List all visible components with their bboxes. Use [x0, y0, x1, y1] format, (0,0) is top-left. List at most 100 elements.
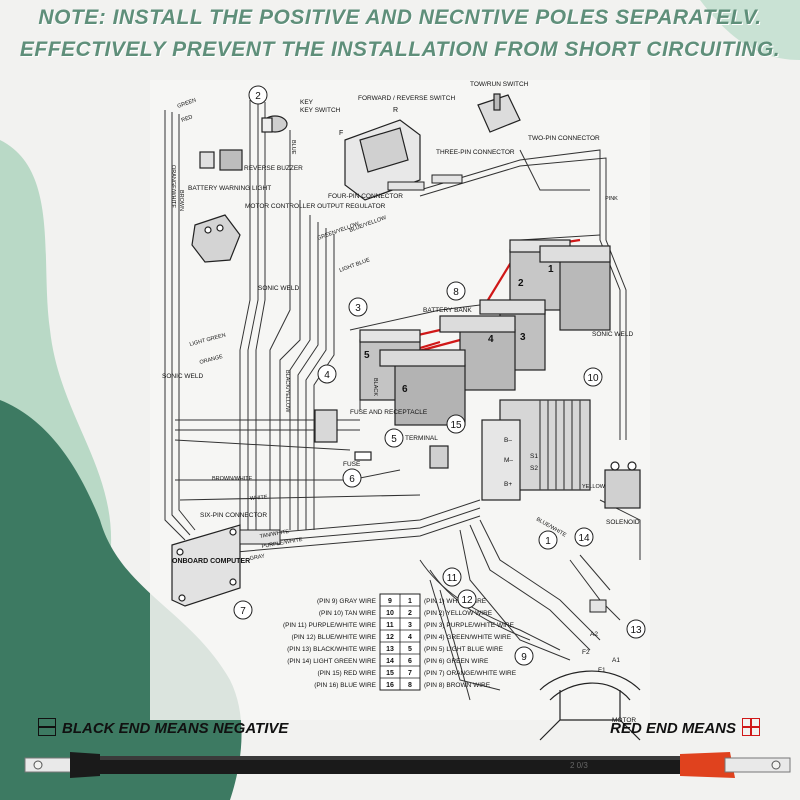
callout-8: 8 — [446, 281, 466, 301]
four-pin-label: FOUR-PIN CONNECTOR — [328, 193, 403, 200]
pin-label-right-7: (PIN 7) ORANGE/WHITE WIRE — [424, 670, 517, 677]
pin-label-left-5: (PIN 13) BLACK/WHITE WIRE — [287, 646, 377, 653]
battery-bank-label: BATTERY BANK — [423, 307, 472, 314]
svg-text:11: 11 — [447, 573, 458, 584]
callout-15: 15 — [446, 414, 466, 434]
top-right-shape — [700, 0, 800, 60]
connectors — [239, 174, 607, 613]
wire-label-black-yellow: BLACK/YELLOW — [284, 370, 290, 413]
svg-text:2: 2 — [255, 91, 261, 102]
r-label: R — [393, 107, 398, 114]
wire-label-pink: PINK — [605, 196, 618, 202]
pin-label-left-7: (PIN 15) RED WIRE — [317, 670, 376, 677]
positive-symbol-icon — [742, 718, 760, 736]
key-switch-label: KEY SWITCH — [300, 107, 341, 114]
pin-left-8: 16 — [386, 682, 394, 689]
pin-label-right-1: (PIN 1) WHITE WIRE — [424, 598, 487, 605]
pin-label-left-2: (PIN 10) TAN WIRE — [319, 610, 377, 617]
reverse-buzzer-label: REVERSE BUZZER — [244, 165, 303, 172]
callout-9: 9 — [514, 646, 534, 666]
wire-label-orange-white: ORANGE/WHITE — [170, 165, 176, 208]
sonic-weld-label-2: SONIC WELD — [162, 373, 203, 380]
motor-controller — [481, 399, 591, 501]
svg-text:10: 10 — [587, 373, 599, 384]
callouts: 1 2 3 4 5 6 7 8 9 10 11 12 13 14 15 — [233, 85, 646, 666]
pin-right-5: 5 — [408, 646, 412, 653]
positive-boot — [680, 752, 735, 778]
fuse-label: FUSE — [343, 461, 361, 468]
b-plus-label: B+ — [504, 481, 512, 488]
sonic-weld-label-3: SONIC WELD — [592, 331, 633, 338]
solenoid — [604, 461, 641, 509]
pin-right-3: 3 — [408, 622, 412, 629]
pin-right-8: 8 — [408, 682, 412, 689]
a1-label: A1 — [612, 657, 620, 664]
a2-label: A2 — [590, 631, 598, 638]
key-switch — [261, 115, 288, 133]
negative-boot — [70, 752, 100, 778]
callout-7: 7 — [233, 600, 253, 620]
wire-label-red: RED — [181, 114, 194, 124]
battery-number-1: 1 — [548, 264, 554, 275]
battery-warning-label: BATTERY WARNING LIGHT — [188, 185, 271, 192]
wire-label-white: WHITE — [250, 494, 269, 502]
callout-4: 4 — [317, 364, 337, 384]
cable-print: 2 0/3 — [570, 761, 588, 770]
pin-label-left-3: (PIN 11) PURPLE/WHITE WIRE — [283, 622, 377, 629]
fuse-receptacle — [314, 409, 372, 461]
callout-13: 13 — [626, 619, 646, 639]
motor — [539, 670, 641, 741]
terminal-block — [429, 445, 449, 469]
battery-number-3: 3 — [520, 332, 526, 343]
svg-text:15: 15 — [450, 420, 462, 431]
svg-text:4: 4 — [324, 370, 330, 381]
callout-5: 5 — [384, 428, 404, 448]
forward-reverse-switch — [344, 119, 421, 201]
pin-left-6: 14 — [386, 658, 394, 665]
onboard-computer — [171, 524, 241, 607]
pin-label-right-6: (PIN 6) GREEN WIRE — [424, 658, 489, 665]
svg-text:13: 13 — [630, 625, 642, 636]
f1-label: F1 — [598, 667, 606, 674]
wire-label-tan-white: TAN/WHITE — [259, 529, 290, 540]
wire-label-brown-white: BROWN/WHITE — [212, 476, 253, 482]
callout-1: 1 — [538, 530, 558, 550]
wire-label-yellow: YELLOW — [582, 484, 606, 490]
pin-left-5: 13 — [386, 646, 394, 653]
cable-body — [100, 756, 690, 774]
battery-numbers: 1 2 3 4 5 6 — [364, 264, 554, 395]
callout-6: 6 — [342, 468, 362, 488]
callout-14: 14 — [574, 527, 594, 547]
battery-cable: 2 0/3 — [24, 752, 791, 778]
wire-label-black: BLACK — [372, 378, 378, 396]
negative-legend: BLACK END MEANS NEGATIVE — [62, 720, 289, 737]
fuse-receptacle-label: FUSE AND RECEPTACLE — [350, 409, 428, 416]
wire-harness — [164, 100, 641, 701]
callout-10: 10 — [583, 367, 603, 387]
pin-label-right-4: (PIN 4) GREEN/WHITE WIRE — [424, 634, 512, 641]
terminal-label: TERMINAL — [405, 435, 438, 442]
key-switch-label-1: KEY — [300, 99, 314, 106]
six-pin-label: SIX-PIN CONNECTOR — [200, 512, 267, 519]
s1-label: S1 — [530, 453, 538, 460]
callout-12: 12 — [457, 589, 477, 609]
pin-right-1: 1 — [408, 598, 412, 605]
wire-label-brown: BROWN — [178, 190, 184, 211]
motor-label: MOTOR — [612, 717, 636, 724]
pin-left-1: 9 — [388, 598, 392, 605]
two-pin-label: TWO-PIN CONNECTOR — [528, 135, 600, 142]
pin-label-right-8: (PIN 8) BROWN WIRE — [424, 682, 491, 689]
f-label: F — [339, 130, 343, 137]
banner-line-1: NOTE: INSTALL THE POSITIVE AND NECNTIVE … — [38, 6, 762, 29]
svg-text:8: 8 — [453, 287, 459, 298]
svg-text:1: 1 — [545, 536, 551, 547]
battery-number-6: 6 — [402, 384, 408, 395]
pin-label-right-3: (PIN 3) PURPLE/WHITE WIRE — [424, 622, 515, 629]
svg-text:7: 7 — [240, 606, 246, 617]
pin-label-left-8: (PIN 16) BLUE WIRE — [314, 682, 376, 689]
negative-symbol-icon — [38, 718, 56, 736]
motor-controller-label: MOTOR CONTROLLER OUTPUT REGULATOR — [245, 203, 386, 210]
wire-label-blue: BLUE — [290, 140, 296, 155]
s2-label: S2 — [530, 465, 538, 472]
